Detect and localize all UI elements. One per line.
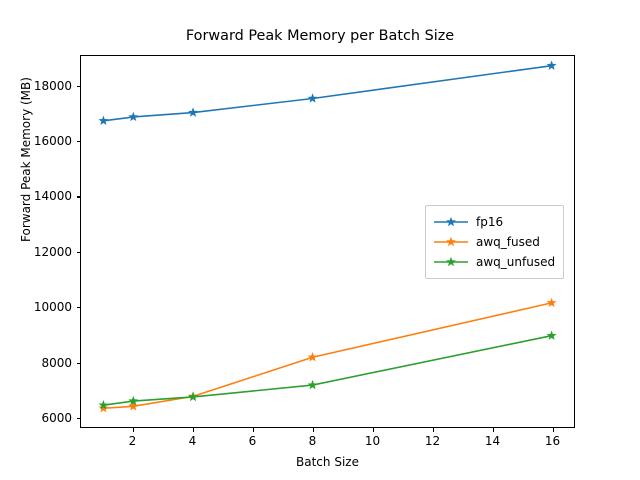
data-point-marker bbox=[98, 115, 109, 126]
data-point-marker bbox=[546, 60, 557, 70]
x-tick-mark bbox=[372, 428, 374, 432]
data-point-marker bbox=[307, 352, 318, 362]
y-tick-mark bbox=[76, 196, 80, 198]
x-tick-mark bbox=[432, 428, 434, 432]
series-awq_unfused bbox=[98, 330, 557, 410]
x-tick-mark bbox=[252, 428, 254, 432]
x-tick-label: 10 bbox=[364, 434, 381, 448]
y-tick-label: 8000 bbox=[41, 355, 72, 370]
y-tick-mark bbox=[76, 140, 80, 143]
data-point-marker bbox=[188, 391, 198, 402]
x-tick-label: 4 bbox=[188, 434, 197, 448]
data-point-marker bbox=[546, 297, 557, 308]
x-tick-mark bbox=[312, 428, 314, 432]
series-line bbox=[103, 302, 552, 410]
y-tick-mark bbox=[76, 362, 80, 364]
y-tick-label: 12000 bbox=[33, 244, 72, 259]
page-title: Forward Peak Memory per Batch Size bbox=[185, 28, 455, 44]
legend-label: awq_fused bbox=[476, 235, 540, 249]
x-tick-label: 6 bbox=[248, 434, 257, 448]
legend-label: fp16 bbox=[476, 215, 504, 229]
x-tick-mark bbox=[552, 428, 554, 432]
legend-line-marker-icon bbox=[433, 254, 469, 270]
y-tick-mark bbox=[76, 251, 80, 253]
data-point-marker bbox=[128, 395, 139, 406]
y-tick-label: 6000 bbox=[41, 411, 72, 426]
x-tick-label: 2 bbox=[128, 434, 137, 448]
y-tick-mark bbox=[76, 85, 80, 87]
legend-item-fp16[interactable]: fp16 bbox=[433, 212, 555, 232]
series-awq_fused bbox=[98, 297, 557, 413]
data-point-marker bbox=[546, 330, 557, 340]
x-tick-label: 8 bbox=[308, 434, 317, 448]
y-tick-label: 18000 bbox=[33, 78, 72, 93]
series-fp16 bbox=[98, 60, 557, 126]
series-line bbox=[103, 334, 552, 406]
plot-area bbox=[80, 55, 575, 428]
data-point-marker bbox=[128, 401, 139, 411]
x-tick-mark bbox=[492, 428, 494, 432]
data-point-marker bbox=[307, 93, 318, 103]
legend-item-awq_fused[interactable]: awq_fused bbox=[433, 232, 555, 252]
x-tick-label: 14 bbox=[484, 434, 501, 448]
data-point-marker bbox=[98, 400, 109, 410]
legend-line-marker-icon bbox=[433, 234, 469, 250]
legend-label: awq_unfused bbox=[476, 255, 556, 269]
y-tick-label: 14000 bbox=[33, 189, 72, 204]
y-tick-label: 10000 bbox=[33, 300, 72, 315]
x-tick-label: 12 bbox=[424, 434, 441, 448]
x-tick-mark bbox=[132, 428, 134, 432]
legend-item-awq_unfused[interactable]: awq_unfused bbox=[433, 252, 555, 272]
y-tick-mark bbox=[76, 418, 80, 420]
x-tick-mark bbox=[192, 428, 194, 432]
data-point-marker bbox=[128, 111, 139, 122]
legend-line-marker-icon bbox=[433, 214, 469, 230]
x-tick-label: 16 bbox=[544, 434, 561, 448]
series-line bbox=[103, 64, 552, 122]
data-point-marker bbox=[98, 403, 109, 413]
legend: fp16 awq_fused awq_unfused bbox=[425, 205, 565, 279]
y-tick-mark bbox=[76, 307, 80, 309]
series-canvas bbox=[98, 60, 557, 413]
y-tick-label: 16000 bbox=[33, 133, 72, 148]
data-point-marker bbox=[188, 107, 198, 117]
y-axis-label: Forward Peak Memory (MB) bbox=[19, 77, 33, 242]
data-point-marker bbox=[307, 379, 318, 390]
x-axis-label: Batch Size bbox=[296, 455, 359, 469]
